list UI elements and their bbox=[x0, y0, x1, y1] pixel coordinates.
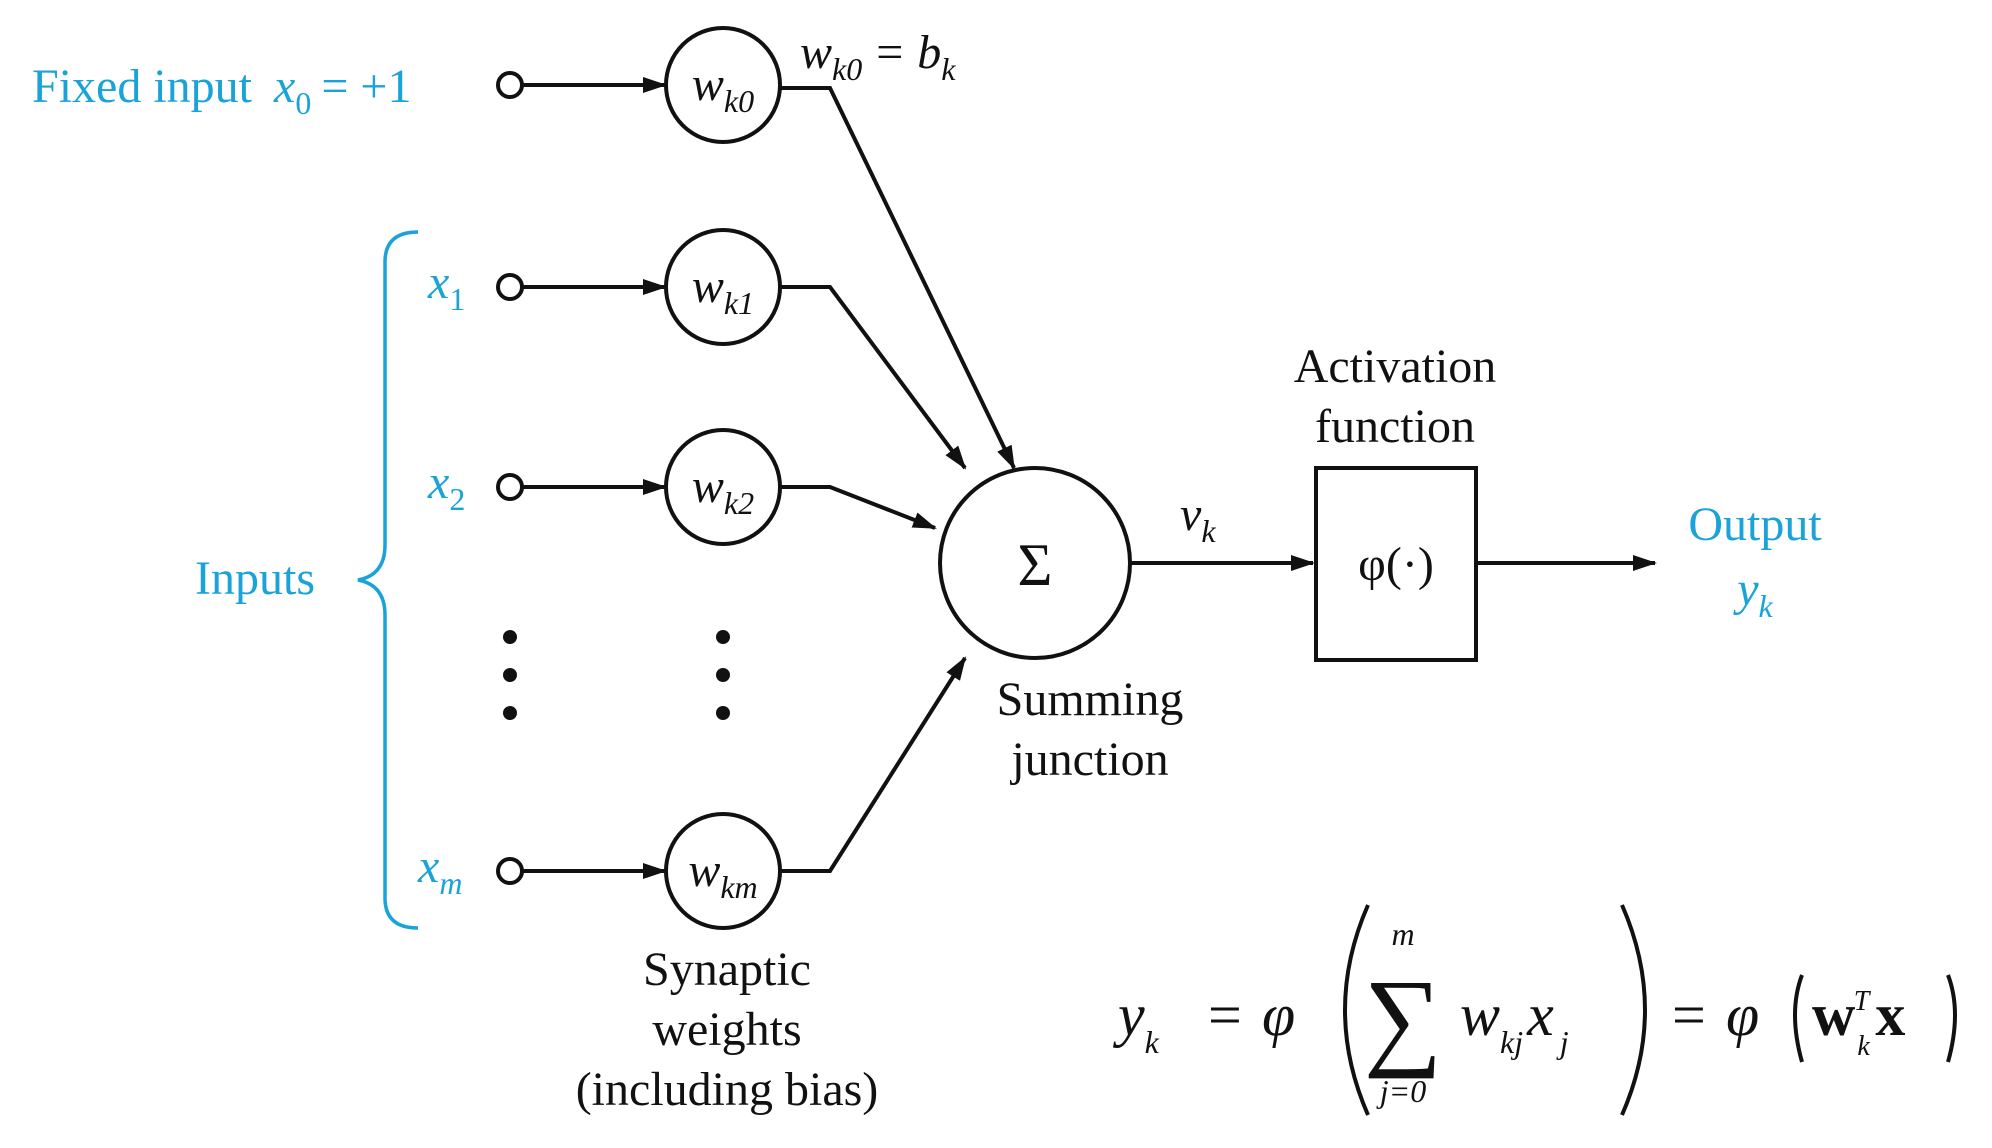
weight-k2-to-sum-arrow bbox=[780, 485, 937, 530]
activation-label-line1: Activation bbox=[1294, 340, 1497, 393]
input-label-m: xm bbox=[417, 840, 462, 901]
output-variable: yk bbox=[1732, 563, 1773, 624]
synaptic-label-line1: Synaptic bbox=[643, 943, 811, 996]
input-terminal-2 bbox=[496, 473, 524, 501]
bias-to-sum-arrow bbox=[780, 86, 1016, 470]
activation-function: Activation function φ(·) bbox=[1294, 340, 1497, 662]
weight-label-k0: wk0 bbox=[692, 58, 754, 119]
weight-km-to-sum-arrow bbox=[780, 656, 967, 873]
formula-paren-left-1 bbox=[1343, 904, 1370, 1116]
ellipsis-inputs bbox=[503, 630, 517, 720]
formula-y: yk bbox=[1112, 982, 1160, 1060]
input-row-1: x1 wk1 bbox=[427, 228, 967, 470]
fixed-input-label: Fixed input x0= +1 bbox=[32, 60, 411, 121]
weight-label-km: wkm bbox=[688, 844, 757, 905]
activation-label-line2: function bbox=[1315, 400, 1475, 453]
sum-symbol: Σ bbox=[1018, 532, 1053, 598]
formula-phi2: φ bbox=[1726, 982, 1759, 1048]
input-label-2: x2 bbox=[427, 456, 465, 517]
formula-sigma: ∑ bbox=[1364, 957, 1442, 1079]
synaptic-label-line3: (including bias) bbox=[576, 1063, 879, 1116]
formula-paren-right-2 bbox=[1946, 974, 1957, 1063]
inputs-label: Inputs bbox=[195, 552, 315, 605]
formula-paren-left-2 bbox=[1793, 974, 1804, 1063]
formula-sum-top: m bbox=[1391, 916, 1414, 952]
weight-node-k0 bbox=[664, 26, 782, 144]
fixed-input-row: Fixed input x0= +1 wk0 wk0=bk bbox=[32, 26, 1016, 470]
input-terminal-1 bbox=[496, 273, 524, 301]
input-terminal-m bbox=[496, 857, 524, 885]
induced-field-label: vk bbox=[1180, 488, 1216, 549]
formula-paren-right-1 bbox=[1620, 904, 1647, 1116]
formula-eq2: = bbox=[1672, 982, 1706, 1048]
summing-junction: Σ Summing junction bbox=[938, 466, 1184, 786]
synaptic-label-line2: weights bbox=[652, 1003, 801, 1056]
weight-k1-to-sum-arrow bbox=[780, 285, 967, 470]
summing-label-line2: junction bbox=[1009, 733, 1168, 786]
weight-label-k1: wk1 bbox=[692, 260, 754, 321]
bias-equation: wk0=bk bbox=[800, 26, 956, 87]
input-row-2: x2 wk2 bbox=[427, 428, 937, 546]
formula-phi1: φ bbox=[1262, 982, 1295, 1048]
activation-fn-label: φ(·) bbox=[1358, 538, 1434, 591]
formula-sum-bottom: j=0 bbox=[1376, 1073, 1426, 1109]
summing-label-line1: Summing bbox=[997, 673, 1184, 726]
output-label: Output bbox=[1688, 498, 1822, 551]
input-row-m: xm wkm bbox=[417, 656, 967, 930]
formula-eq1: = bbox=[1208, 982, 1242, 1048]
input-label-1: x1 bbox=[427, 256, 465, 317]
weight-label-k2: wk2 bbox=[692, 460, 754, 521]
fixed-input-terminal bbox=[496, 71, 524, 99]
ellipsis-weights bbox=[716, 630, 730, 720]
inputs-brace bbox=[357, 230, 419, 930]
